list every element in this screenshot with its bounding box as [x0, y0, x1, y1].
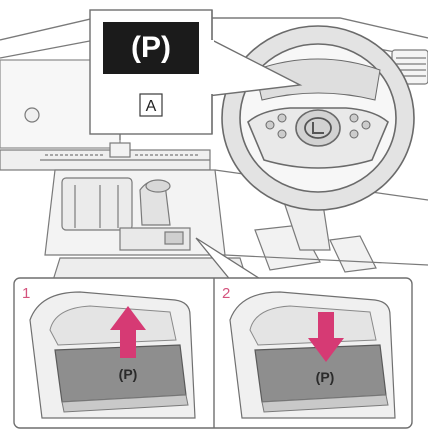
step-number-2: 2	[222, 285, 230, 302]
inset-step-1: 1 (P)	[22, 285, 195, 418]
step-number-1: 1	[22, 285, 30, 302]
switch-symbol-right: (P)	[316, 369, 335, 385]
center-console	[45, 170, 225, 255]
callout-label: A	[146, 98, 157, 115]
switch-symbol-left: (P)	[119, 366, 138, 382]
parking-brake-indicator-icon: (P)	[131, 31, 171, 64]
steering-wheel	[222, 26, 414, 210]
inset-step-2: 2 (P)	[222, 285, 395, 418]
